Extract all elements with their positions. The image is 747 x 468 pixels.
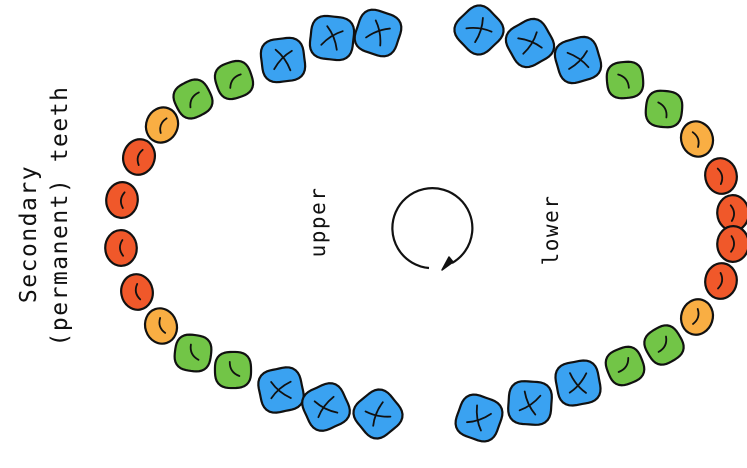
clockwise-circle-arrow-icon	[391, 187, 474, 271]
upper-premolar-tooth	[172, 78, 214, 120]
upper-molar-tooth	[352, 388, 404, 440]
lower-canine-tooth	[679, 120, 715, 158]
lower-molar-tooth	[504, 17, 556, 69]
lower-molar-tooth	[453, 4, 505, 56]
upper-incisor-tooth	[104, 229, 138, 267]
lower-incisor-tooth	[704, 157, 738, 195]
upper-incisor-tooth	[105, 181, 139, 219]
upper-canine-tooth	[143, 307, 179, 345]
lower-incisor-tooth	[716, 225, 747, 263]
lower-canine-tooth	[679, 298, 715, 336]
upper-label: upper	[306, 187, 330, 258]
upper-premolar-tooth	[173, 333, 213, 373]
upper-molar-tooth	[301, 382, 351, 432]
upper-molar-tooth	[308, 14, 356, 62]
upper-incisor-tooth	[120, 273, 154, 311]
lower-molar-tooth	[454, 393, 504, 443]
lower-label: lower	[539, 195, 563, 266]
lower-molar-tooth	[507, 380, 553, 426]
upper-molar-tooth	[259, 36, 307, 84]
upper-incisor-tooth	[122, 138, 156, 176]
lower-molar-tooth	[554, 359, 602, 407]
upper-molar-tooth	[353, 8, 403, 58]
upper-premolar-tooth	[213, 59, 255, 101]
upper-arch	[104, 8, 404, 440]
title-line-1: Secondary	[16, 165, 42, 303]
lower-premolar-tooth	[644, 89, 684, 129]
title-line-2: (permanent) teeth	[47, 86, 73, 347]
lower-premolar-tooth	[605, 60, 645, 100]
upper-premolar-tooth	[213, 350, 253, 390]
lower-premolar-tooth	[643, 324, 685, 366]
lower-premolar-tooth	[604, 345, 646, 387]
upper-molar-tooth	[257, 366, 305, 414]
lower-incisor-tooth	[704, 262, 738, 300]
lower-arch	[453, 4, 747, 443]
lower-molar-tooth	[553, 35, 603, 85]
upper-canine-tooth	[144, 106, 180, 144]
